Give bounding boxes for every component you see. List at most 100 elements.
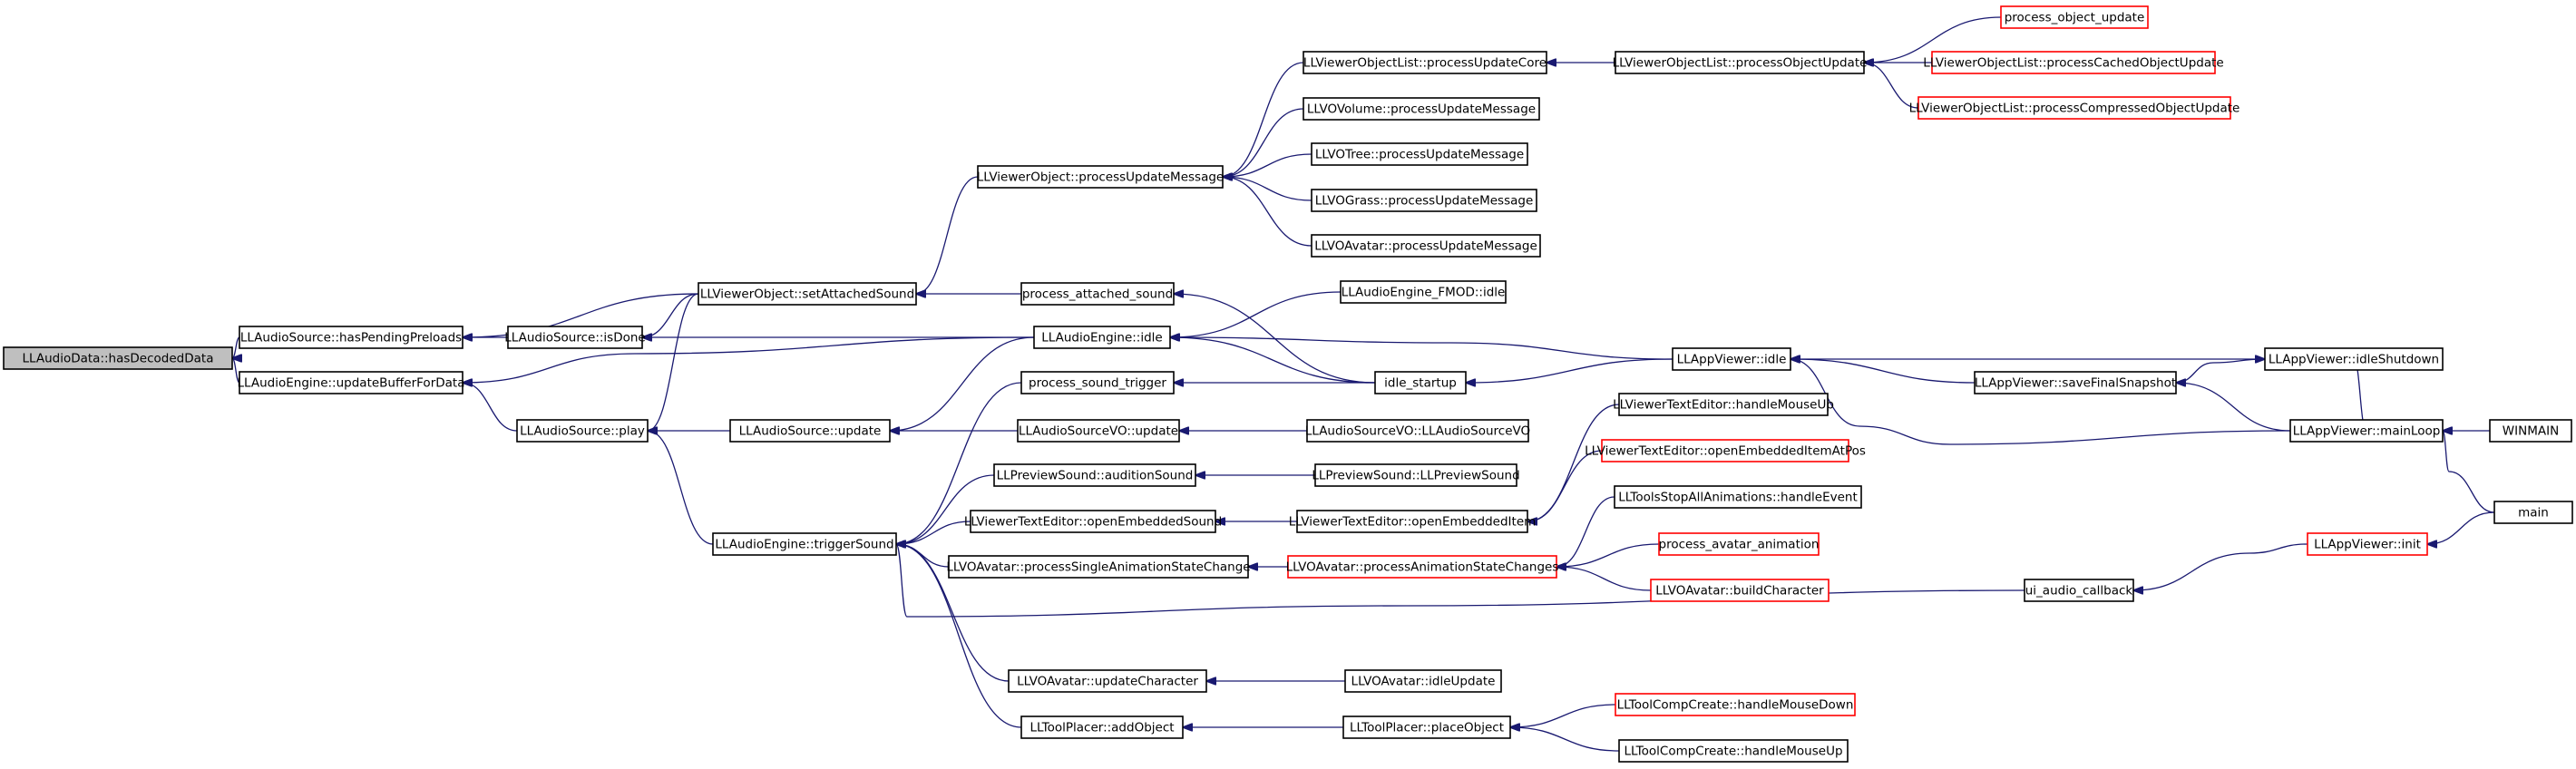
node-box[interactable] [698,282,917,306]
node-box[interactable] [239,371,463,394]
node-llviewerobject-setattachedsound[interactable]: LLViewerObject::setAttachedSound [698,282,917,306]
node-box[interactable] [516,419,649,443]
node-box[interactable] [993,463,1196,487]
node-box[interactable] [1311,234,1541,258]
node-llappviewer-mainloop[interactable]: LLAppViewer::mainLoop [2289,419,2444,443]
node-box[interactable] [1615,693,1856,716]
node-llviewerobjectlist-processcompressedobjectupdate[interactable]: LLViewerObjectList::processCompressedObj… [1909,96,2240,120]
node-box[interactable] [1618,393,1829,416]
node-process-object-update[interactable]: process_object_update [2000,5,2149,29]
node-idle-startup[interactable]: idle_startup [1374,371,1467,394]
node-box[interactable] [2307,532,2428,556]
node-lltoolsstopallanimations-handleevent[interactable]: LLToolsStopAllAnimations::handleEvent [1614,485,1862,509]
node-llvoavatar-idleupdate[interactable]: LLVOAvatar::idleUpdate [1344,669,1502,693]
node-llaudioengine-updatebufferfordata[interactable]: LLAudioEngine::updateBufferForData [238,371,465,394]
node-box[interactable] [1342,715,1511,739]
node-box[interactable] [1917,96,2231,120]
node-box[interactable] [1614,485,1862,509]
node-llviewertexteditor-openembeddeditematpos[interactable]: LLViewerTextEditor::openEmbeddedItemAtPo… [1585,439,1866,462]
node-box[interactable] [2493,501,2573,524]
node-box[interactable] [1931,51,2216,74]
node-box[interactable] [1311,189,1537,212]
node-llpreviewsound-auditionsound[interactable]: LLPreviewSound::auditionSound [993,463,1196,487]
node-box[interactable] [1672,347,1791,371]
node-box[interactable] [1306,419,1529,443]
node-llaudiosource-play[interactable]: LLAudioSource::play [516,419,649,443]
node-llviewerobjectlist-processobjectupdate[interactable]: LLViewerObjectList::processObjectUpdate [1613,51,1868,74]
node-llviewertexteditor-handlemouseup[interactable]: LLViewerTextEditor::handleMouseUp [1613,393,1834,416]
node-llviewerobject-processupdatemessage[interactable]: LLViewerObject::processUpdateMessage [977,165,1224,189]
node-box[interactable] [948,555,1249,579]
node-box[interactable] [1618,739,1849,763]
node-box[interactable] [729,419,891,443]
node-box[interactable] [1374,371,1467,394]
node-llvoavatar-updatecharacter[interactable]: LLVOAvatar::updateCharacter [1008,669,1207,693]
node-llappviewer-init[interactable]: LLAppViewer::init [2307,532,2428,556]
node-box[interactable] [712,532,897,556]
node-box[interactable] [1020,371,1175,394]
node-lltoolcompcreate-handlemouseup[interactable]: LLToolCompCreate::handleMouseUp [1618,739,1849,763]
node-lltoolplacer-addobject[interactable]: LLToolPlacer::addObject [1020,715,1184,739]
node-box[interactable] [239,326,463,349]
node-box[interactable] [1008,669,1207,693]
node-box[interactable] [1344,669,1502,693]
node-llvotree-processupdatemessage[interactable]: LLVOTree::processUpdateMessage [1311,142,1528,166]
node-box[interactable] [1340,280,1507,304]
node-box[interactable] [977,165,1224,189]
node-box[interactable] [1615,51,1865,74]
node-box[interactable] [1314,463,1517,487]
node-box[interactable] [1303,51,1547,74]
node-box[interactable] [1296,510,1528,533]
node-llvoavatar-processsingleanimationstatechange[interactable]: LLVOAvatar::processSingleAnimationStateC… [946,555,1251,579]
node-box[interactable] [1033,326,1171,349]
node-ui-audio-callback[interactable]: ui_audio_callback [2024,579,2134,602]
node-box[interactable] [2264,347,2444,371]
node-box[interactable] [2000,5,2149,29]
node-box[interactable] [1601,439,1849,462]
node-main[interactable]: main [2493,501,2573,524]
node-box[interactable] [970,510,1216,533]
node-box[interactable] [1287,555,1557,579]
node-llviewertexteditor-openembeddedsound[interactable]: LLViewerTextEditor::openEmbeddedSound [964,510,1222,533]
node-llappviewer-idleshutdown[interactable]: LLAppViewer::idleShutdown [2264,347,2444,371]
node-llviewerobjectlist-processcachedobjectupdate[interactable]: LLViewerObjectList::processCachedObjectU… [1923,51,2224,74]
node-box[interactable] [2489,419,2572,443]
node-llvoavatar-processanimationstatechanges[interactable]: LLVOAvatar::processAnimationStateChanges [1286,555,1559,579]
node-process-avatar-animation[interactable]: process_avatar_animation [1658,532,1820,556]
node-box[interactable] [1650,579,1830,602]
node-llvoavatar-buildcharacter[interactable]: LLVOAvatar::buildCharacter [1650,579,1830,602]
node-llviewertexteditor-openembeddeditem[interactable]: LLViewerTextEditor::openEmbeddedItem [1289,510,1537,533]
node-llvograss-processupdatemessage[interactable]: LLVOGrass::processUpdateMessage [1311,189,1537,212]
node-box[interactable] [1020,282,1175,306]
node-llpreviewsound-llpreviewsound[interactable]: LLPreviewSound::LLPreviewSound [1312,463,1520,487]
node-llaudioengine-idle[interactable]: LLAudioEngine::idle [1033,326,1171,349]
node-lltoolcompcreate-handlemousedown[interactable]: LLToolCompCreate::handleMouseDown [1615,693,1856,716]
node-llvoavatar-processupdatemessage[interactable]: LLVOAvatar::processUpdateMessage [1311,234,1541,258]
node-box[interactable] [1020,715,1184,739]
node-box[interactable] [1311,142,1528,166]
node-box[interactable] [2024,579,2134,602]
node-llaudioengine-triggersound[interactable]: LLAudioEngine::triggerSound [712,532,897,556]
node-box[interactable] [3,346,233,370]
node-llaudiosourcevo-llaudiosourcevo[interactable]: LLAudioSourceVO::LLAudioSourceVO [1305,419,1530,443]
node-llaudiosource-haspendingpreloads[interactable]: LLAudioSource::hasPendingPreloads [239,326,463,349]
node-llappviewer-savefinalsnapshot[interactable]: LLAppViewer::saveFinalSnapshot [1974,371,2177,394]
node-winmain[interactable]: WINMAIN [2489,419,2572,443]
node-llappviewer-idle[interactable]: LLAppViewer::idle [1672,347,1791,371]
node-process-attached-sound[interactable]: process_attached_sound [1020,282,1175,306]
node-llaudiosource-update[interactable]: LLAudioSource::update [729,419,891,443]
node-box[interactable] [507,326,643,349]
node-process-sound-trigger[interactable]: process_sound_trigger [1020,371,1175,394]
node-llaudioengine-fmod-idle[interactable]: LLAudioEngine_FMOD::idle [1340,280,1507,304]
node-box[interactable] [2289,419,2444,443]
node-llaudiosource-isdone[interactable]: LLAudioSource::isDone [504,326,646,349]
node-lltoolplacer-placeobject[interactable]: LLToolPlacer::placeObject [1342,715,1511,739]
node-box[interactable] [1974,371,2177,394]
node-box[interactable] [1017,419,1180,443]
node-llaudiosourcevo-update[interactable]: LLAudioSourceVO::update [1017,419,1180,443]
node-box[interactable] [1303,97,1540,121]
node-box[interactable] [1658,532,1820,556]
node-llaudiodata-hasdecodeddata[interactable]: LLAudioData::hasDecodedData [3,346,233,370]
node-llviewerobjectlist-processupdatecore[interactable]: LLViewerObjectList::processUpdateCore [1303,51,1547,74]
node-llvovolume-processupdatemessage[interactable]: LLVOVolume::processUpdateMessage [1303,97,1540,121]
